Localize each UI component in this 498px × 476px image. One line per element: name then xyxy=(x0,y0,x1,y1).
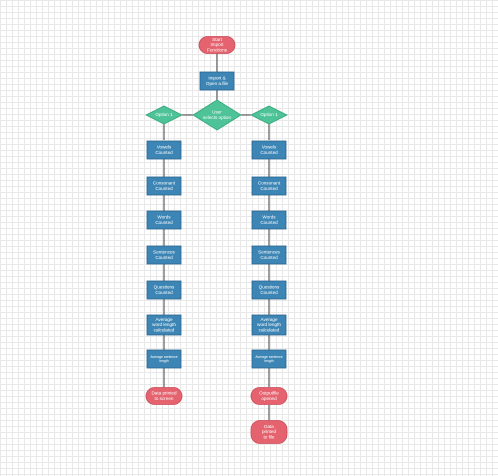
node-label-line: Outputfile xyxy=(259,391,279,396)
node-label-line: Words xyxy=(262,215,276,220)
node-label-line: Consonant xyxy=(153,181,176,186)
node-label-line: Counted xyxy=(155,290,173,295)
process-box xyxy=(251,140,287,160)
process-box xyxy=(251,210,287,230)
node-label-line: Sentences xyxy=(153,250,175,255)
node-label-line: Counted xyxy=(155,186,173,191)
node-label-line: Counted xyxy=(260,255,278,260)
node-label-line: Import xyxy=(210,42,224,47)
node-label-line: Average sentence xyxy=(255,355,282,359)
node-label-line: Option 1 xyxy=(260,112,278,117)
node-label-line: opened xyxy=(261,396,277,401)
process-box xyxy=(146,140,182,160)
node-label-line: Vowels xyxy=(157,145,172,150)
node-label-line: Counted xyxy=(155,150,173,155)
node-label-line: Consonant xyxy=(258,181,281,186)
node-label-line: User xyxy=(212,110,222,115)
terminal-shape xyxy=(198,36,236,54)
process-box xyxy=(146,314,182,336)
node-label-line: Average xyxy=(155,317,172,322)
node-label-line: Import & xyxy=(208,76,225,81)
node-label-line: Questions xyxy=(259,285,280,290)
node-label-line: Vowels xyxy=(262,145,277,150)
node-label-line: calculated xyxy=(154,328,175,333)
node-label-line: to screen xyxy=(155,396,174,401)
node-label-line: word length xyxy=(152,322,176,327)
process-box xyxy=(251,176,287,196)
node-label-line: selects option xyxy=(203,115,232,120)
node-decision-right[interactable]: Option 1 xyxy=(250,105,288,125)
node-label-line: Counted xyxy=(260,150,278,155)
node-label-line: Data printed xyxy=(151,391,176,396)
process-box xyxy=(251,245,287,265)
node-label-line: printed xyxy=(262,429,276,434)
node-label-line: length xyxy=(159,359,168,363)
node-label-line: Open a.file xyxy=(206,81,229,86)
process-box xyxy=(251,280,287,300)
node-label-line: calculated xyxy=(259,328,280,333)
node-label-line: Data xyxy=(264,424,274,429)
process-box xyxy=(146,210,182,230)
decision-shape xyxy=(250,105,288,125)
node-label-line: Average sentence xyxy=(150,355,177,359)
node-label-line: Questions xyxy=(154,285,175,290)
node-label-line: Counted xyxy=(260,186,278,191)
node-label-line: to file xyxy=(264,435,275,440)
decision-shape xyxy=(192,99,242,131)
node-label-line: Counted xyxy=(260,220,278,225)
node-label-line: Sentences xyxy=(258,250,280,255)
terminal-shape xyxy=(250,420,288,444)
process-box xyxy=(146,280,182,300)
node-label-line: length xyxy=(264,359,273,363)
node-label-line: Start xyxy=(212,37,222,42)
node-label-line: Average xyxy=(260,317,277,322)
connectors xyxy=(163,53,270,421)
node-label-line: word length xyxy=(257,322,281,327)
process-box xyxy=(199,71,235,91)
process-box xyxy=(146,245,182,265)
terminal-shape xyxy=(145,387,183,405)
process-box xyxy=(146,349,182,369)
decision-shape xyxy=(145,105,183,125)
node-label-line: Counted xyxy=(155,255,173,260)
node-label-line: Counted xyxy=(155,220,173,225)
process-box xyxy=(146,176,182,196)
node-label-line: Functions xyxy=(207,48,228,53)
process-box xyxy=(251,349,287,369)
node-decision-left[interactable]: Option 1 xyxy=(145,105,183,125)
node-label-line: Words xyxy=(157,215,171,220)
node-label-line: Counted xyxy=(260,290,278,295)
terminal-shape xyxy=(250,387,288,405)
process-box xyxy=(251,314,287,336)
node-import[interactable]: Import &Open a.file xyxy=(199,71,235,91)
node-label-line: Option 1 xyxy=(155,112,173,117)
